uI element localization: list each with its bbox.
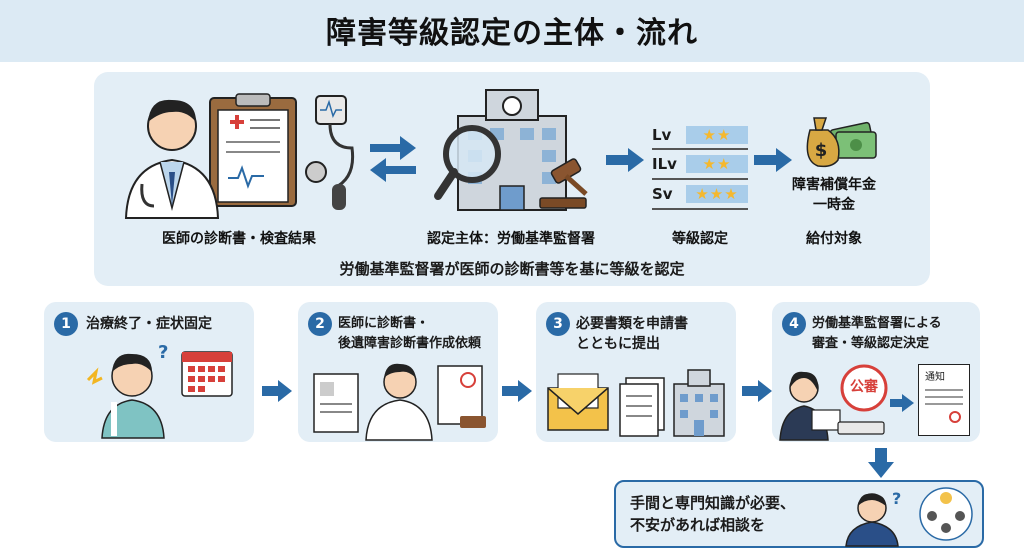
documents-icon	[619, 377, 665, 437]
submission-illustration	[547, 369, 725, 437]
question-mark-icon: ?	[892, 489, 901, 508]
patient-icon	[101, 399, 165, 439]
grade-row: Lv ★★	[652, 122, 748, 150]
step-text: 治療終了・症状固定	[86, 316, 212, 332]
svg-text:$: $	[815, 140, 828, 161]
approval-stamp-icon	[840, 364, 888, 412]
consult-illustration: ?	[845, 487, 973, 547]
doctor-icon	[124, 99, 220, 219]
pain-spark-icon	[86, 367, 103, 385]
arrow-right-icon	[742, 380, 772, 402]
grade-row-label: Lv	[652, 126, 672, 144]
consult-text: 手間と専門知識が必要、 不安があれば相談を	[630, 494, 796, 534]
consult-box: 手間と専門知識が必要、 不安があれば相談を ?	[614, 480, 984, 548]
arrow-right-icon	[502, 380, 532, 402]
step-number: 3	[546, 312, 570, 336]
arrow-down-icon	[868, 448, 894, 478]
benefit-line: 障害補償年金	[792, 177, 876, 193]
step-card-2: 2 医師に診断書・ 後遺障害診断書作成依頼	[298, 302, 498, 442]
grade-row-label: ILv	[652, 155, 677, 173]
stars-icon: ★★★	[686, 185, 748, 203]
step-text: 必要書類を申請書 とともに提出	[576, 316, 688, 352]
step-card-3: 3 必要書類を申請書 とともに提出	[536, 302, 736, 442]
clock-icon	[502, 96, 522, 116]
advisor-group-icon	[919, 487, 973, 541]
benefit-line: 一時金	[813, 197, 855, 213]
step-text: 医師に診断書・ 後遺障害診断書作成依頼	[338, 316, 482, 351]
page-title: 障害等級認定の主体・流れ	[326, 16, 698, 51]
step-card-1: 1 治療終了・症状固定 ?	[44, 302, 254, 442]
calendar-icon	[181, 351, 233, 397]
step-number: 1	[54, 312, 78, 336]
notice-document-icon: 通知	[918, 364, 970, 436]
step-text: 労働基準監督署による 審査・等級認定決定	[812, 316, 942, 351]
clipboard-icon	[209, 93, 297, 207]
building-icon	[673, 369, 725, 437]
question-mark-icon: ?	[158, 342, 168, 363]
doctor-label: 医師の診断書・検査結果	[162, 231, 316, 247]
patient-illustration: ?	[86, 342, 233, 439]
step-card-4: 4 労働基準監督署による 審査・等級認定決定 公審 通知	[772, 302, 980, 442]
grade-row-label: Sv	[652, 185, 673, 203]
labor-office-illustration	[434, 89, 588, 211]
stars-icon: ★★	[686, 155, 748, 173]
title-band	[0, 0, 1024, 62]
stamp-label: 公審	[850, 379, 878, 395]
arrow-right-icon	[606, 148, 644, 172]
benefit-label: 給付対象	[806, 231, 862, 247]
step-number: 2	[308, 312, 332, 336]
exchange-arrows-icon	[370, 136, 416, 182]
grade-ladder: Lv ★★ ILv ★★ Sv ★★★	[652, 122, 748, 214]
step-number: 4	[782, 312, 806, 336]
top-caption: 労働基準監督署が医師の診断書等を基に等級を認定	[339, 260, 685, 278]
review-illustration	[779, 364, 888, 441]
grade-row: ILv ★★	[652, 150, 748, 180]
money-bag-icon: $	[806, 117, 877, 168]
diagnosis-illustration	[313, 363, 486, 441]
authority-label: 認定主体：労働基準監督署	[427, 231, 595, 247]
notice-label: 通知	[925, 372, 945, 383]
seal-stamp-icon	[460, 416, 486, 428]
envelope-icon	[547, 373, 609, 431]
doctor-illustration	[124, 93, 355, 219]
gavel-icon	[539, 158, 588, 209]
arrow-right-icon	[754, 148, 792, 172]
stethoscope-icon	[305, 95, 355, 210]
certificate-icon	[437, 365, 483, 425]
worried-person-icon	[845, 521, 899, 547]
grade-row: Sv ★★★	[652, 180, 748, 210]
arrow-right-icon	[262, 380, 292, 402]
doctor-icon	[365, 399, 433, 441]
grade-label: 等級認定	[672, 231, 728, 247]
magnifier-icon	[434, 125, 501, 200]
arrow-right-icon	[890, 394, 914, 412]
stars-icon: ★★	[686, 126, 748, 144]
